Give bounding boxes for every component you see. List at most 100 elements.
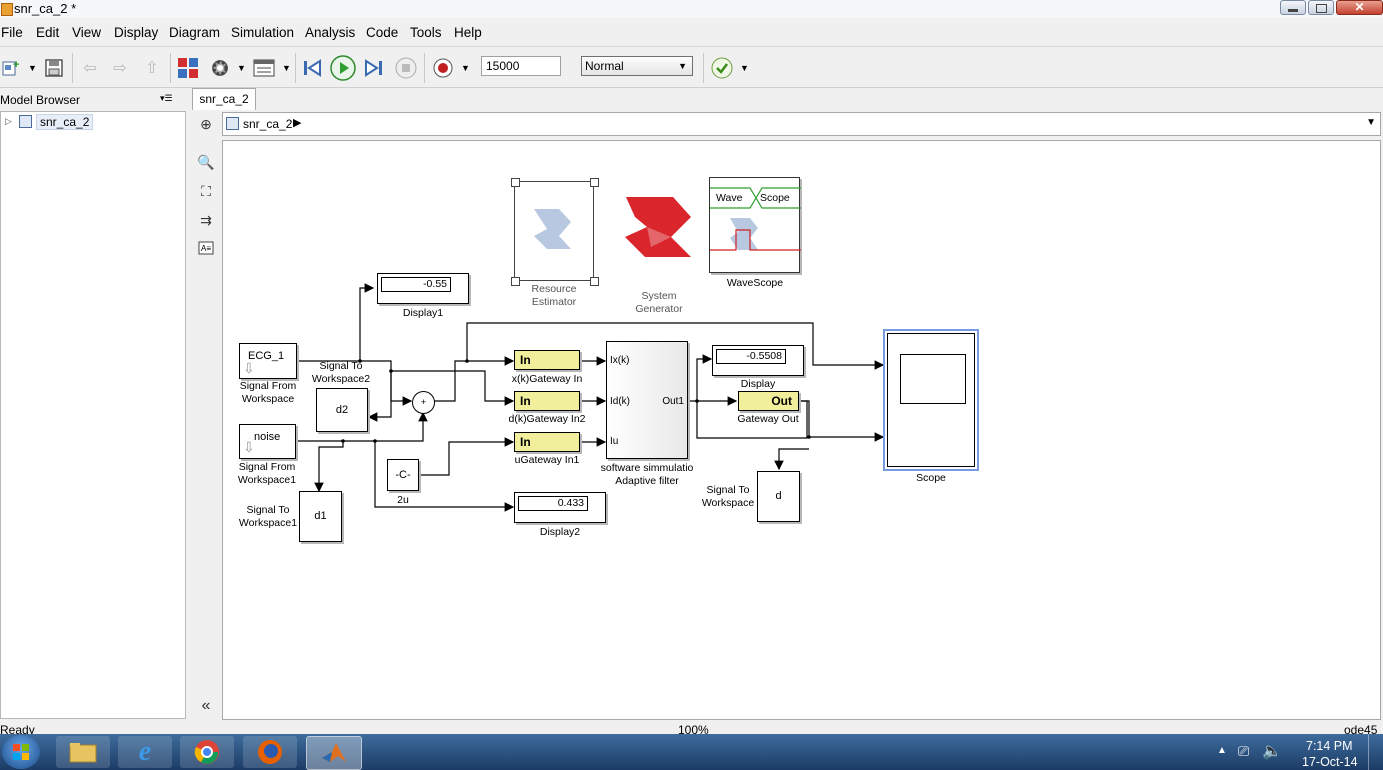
breadcrumb[interactable]: snr_ca_2: [243, 117, 293, 131]
wavescope-block[interactable]: Wave Scope: [709, 177, 801, 273]
menu-display[interactable]: Display: [114, 25, 159, 40]
expand-arrow-icon[interactable]: ▷: [5, 116, 12, 126]
maximize-button[interactable]: [1308, 0, 1334, 15]
selection-handle[interactable]: [590, 277, 599, 286]
firefox-icon: [258, 740, 282, 764]
model-tree-item[interactable]: snr_ca_2: [36, 114, 94, 130]
show-desktop-button[interactable]: [1368, 734, 1383, 770]
selection-handle[interactable]: [590, 178, 599, 187]
system-generator-block[interactable]: [621, 193, 693, 265]
model-canvas[interactable]: Resource Estimator System Generator Wave…: [222, 140, 1381, 720]
check-model-icon[interactable]: [711, 57, 733, 79]
menu-dropdown-icon[interactable]: ▾☰: [160, 93, 173, 103]
menu-simulation[interactable]: Simulation: [231, 25, 295, 40]
taskbar-ie[interactable]: e: [118, 736, 172, 768]
forward-arrow-icon[interactable]: ⇨: [113, 60, 127, 77]
chevron-down-icon[interactable]: ▼: [282, 63, 291, 73]
menu-edit[interactable]: Edit: [36, 25, 60, 40]
selection-handle[interactable]: [511, 277, 520, 286]
adaptive-filter-label: software simmulatio Adaptive filter: [600, 462, 694, 487]
tab-snr-ca-2[interactable]: snr_ca_2: [192, 88, 256, 110]
model-explorer-icon[interactable]: [253, 57, 275, 79]
close-button[interactable]: ✕: [1336, 0, 1383, 15]
scope-block[interactable]: [883, 329, 979, 471]
show-hidden-icons-icon[interactable]: ▲: [1217, 745, 1227, 756]
solver-name: ode45: [1344, 723, 1378, 734]
gear-icon[interactable]: [209, 57, 231, 79]
step-forward-icon[interactable]: [363, 57, 385, 79]
signal-to-workspace2-block[interactable]: d2: [316, 388, 368, 432]
adaptive-filter-block[interactable]: Ix(k) Id(k) Iu Out1: [606, 341, 688, 459]
stop-icon[interactable]: [395, 57, 417, 79]
zoom-icon[interactable]: 🔍: [197, 153, 215, 170]
xilinx-logo-icon: [625, 197, 691, 257]
display2-block[interactable]: 0.433: [514, 492, 606, 523]
volume-icon[interactable]: 🔈: [1262, 743, 1282, 760]
chevron-down-icon[interactable]: ▼: [1366, 117, 1376, 128]
window-title: snr_ca_2 *: [14, 1, 77, 16]
up-arrow-icon[interactable]: ⇧: [145, 60, 159, 77]
display2-value: 0.433: [518, 496, 588, 511]
fit-to-view-icon[interactable]: ⛶: [201, 182, 211, 199]
chevron-down-icon[interactable]: ▼: [28, 63, 37, 73]
simulation-mode-select[interactable]: Normal▼: [581, 56, 693, 76]
sum-block[interactable]: +: [412, 391, 435, 414]
clock-date[interactable]: 17-Oct-14: [1302, 755, 1358, 769]
gateway-out-text: Out: [771, 394, 792, 408]
model-icon: [19, 115, 32, 128]
wavescope-wave-text: Wave: [716, 192, 743, 204]
display1-block[interactable]: -0.55: [377, 273, 469, 304]
gateway-in-x-block[interactable]: In: [514, 350, 580, 370]
clock-time[interactable]: 7:14 PM: [1306, 739, 1353, 753]
step-back-icon[interactable]: [301, 57, 323, 79]
scope-label: Scope: [916, 472, 946, 484]
menu-analysis[interactable]: Analysis: [305, 25, 356, 40]
signal-to-workspace1-block[interactable]: d1: [299, 491, 342, 542]
resource-estimator-block[interactable]: [514, 181, 594, 281]
gateway-out-block[interactable]: Out: [738, 391, 799, 411]
back-arrow-icon[interactable]: ⇦: [83, 60, 97, 77]
status-bar: Ready 100% ode45: [0, 722, 1383, 734]
menu-view[interactable]: View: [72, 25, 102, 40]
taskbar-chrome[interactable]: [180, 736, 234, 768]
signal-to-workspace-label: Signal To Workspace: [701, 484, 755, 509]
chevron-down-icon[interactable]: ▼: [461, 63, 470, 73]
d2-text: d2: [335, 404, 349, 416]
run-icon[interactable]: [330, 55, 356, 81]
menu-diagram[interactable]: Diagram: [169, 25, 221, 40]
record-icon[interactable]: [432, 57, 454, 79]
d1-text: d1: [314, 510, 327, 522]
signal-to-workspace-block[interactable]: d: [757, 471, 800, 522]
gateway-in-d-block[interactable]: In: [514, 391, 580, 411]
svg-text:+: +: [13, 59, 19, 71]
menu-file[interactable]: File: [1, 25, 23, 40]
taskbar-firefox[interactable]: [243, 736, 297, 768]
taskbar-explorer[interactable]: [56, 736, 110, 768]
selection-handle[interactable]: [511, 178, 520, 187]
display-value: -0.5508: [716, 349, 786, 364]
signal-arrow-icon[interactable]: ⇉: [200, 211, 212, 228]
display-block[interactable]: -0.5508: [712, 345, 804, 376]
annotation-icon[interactable]: A≡: [196, 238, 216, 258]
library-browser-icon[interactable]: [177, 57, 199, 79]
menu-tools[interactable]: Tools: [410, 25, 442, 40]
constant-block[interactable]: -C-: [387, 459, 419, 491]
new-model-icon[interactable]: +: [0, 57, 22, 79]
chevron-down-icon[interactable]: ▼: [237, 63, 246, 73]
save-icon[interactable]: [43, 57, 65, 79]
collapse-panel-icon[interactable]: «: [201, 697, 211, 714]
stop-time-input[interactable]: 15000: [481, 56, 561, 76]
network-icon[interactable]: ⎚: [1238, 743, 1250, 759]
ie-icon: e: [138, 736, 152, 767]
minimize-button[interactable]: [1280, 0, 1306, 15]
chevron-down-icon[interactable]: ▼: [740, 63, 749, 73]
taskbar-matlab[interactable]: [306, 736, 362, 770]
signal-from-workspace-block[interactable]: ECG_1 ⇩: [239, 343, 297, 379]
gateway-in-u-block[interactable]: In: [514, 432, 580, 452]
signal-from-workspace1-block[interactable]: noise ⇩: [239, 424, 296, 459]
hide-browser-icon[interactable]: ⊕: [200, 115, 212, 132]
start-button[interactable]: [2, 735, 40, 769]
menu-code[interactable]: Code: [366, 25, 399, 40]
menu-help[interactable]: Help: [454, 25, 482, 40]
wavescope-graphic: [710, 187, 801, 251]
